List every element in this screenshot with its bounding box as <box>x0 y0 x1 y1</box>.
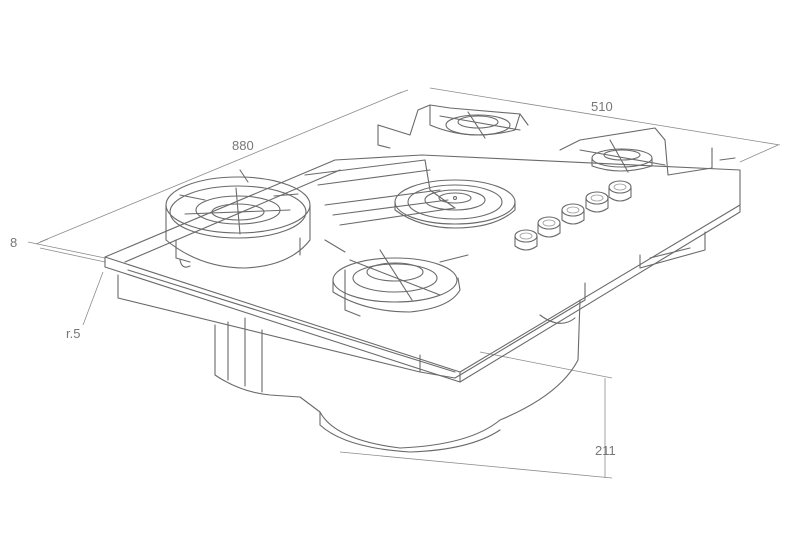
dimension-label-radius: r.5 <box>66 326 80 341</box>
knob-2[interactable] <box>537 216 561 238</box>
dimension-leader-radius <box>82 271 104 326</box>
hob-plate <box>104 154 741 383</box>
dimension-line-depth <box>429 87 781 146</box>
knob-3[interactable] <box>561 203 585 225</box>
dimension-label-thickness: 8 <box>10 235 17 250</box>
dimension-line-width <box>39 91 403 243</box>
center-burner <box>394 179 516 229</box>
dimension-line-thickness <box>27 241 106 259</box>
dimension-label-height: 211 <box>595 443 616 458</box>
under-housing <box>214 231 706 453</box>
knob-5[interactable] <box>608 180 632 202</box>
knob-1[interactable] <box>514 229 538 251</box>
dimension-lines <box>27 87 781 479</box>
wok-burner <box>165 169 311 269</box>
control-knobs <box>514 180 632 251</box>
knob-4[interactable] <box>585 191 609 213</box>
dimension-label-width: 880 <box>232 138 254 153</box>
back-right-burner <box>559 127 736 176</box>
back-left-burner <box>377 104 529 149</box>
front-burner <box>324 239 469 317</box>
dimension-label-depth: 510 <box>591 99 613 114</box>
